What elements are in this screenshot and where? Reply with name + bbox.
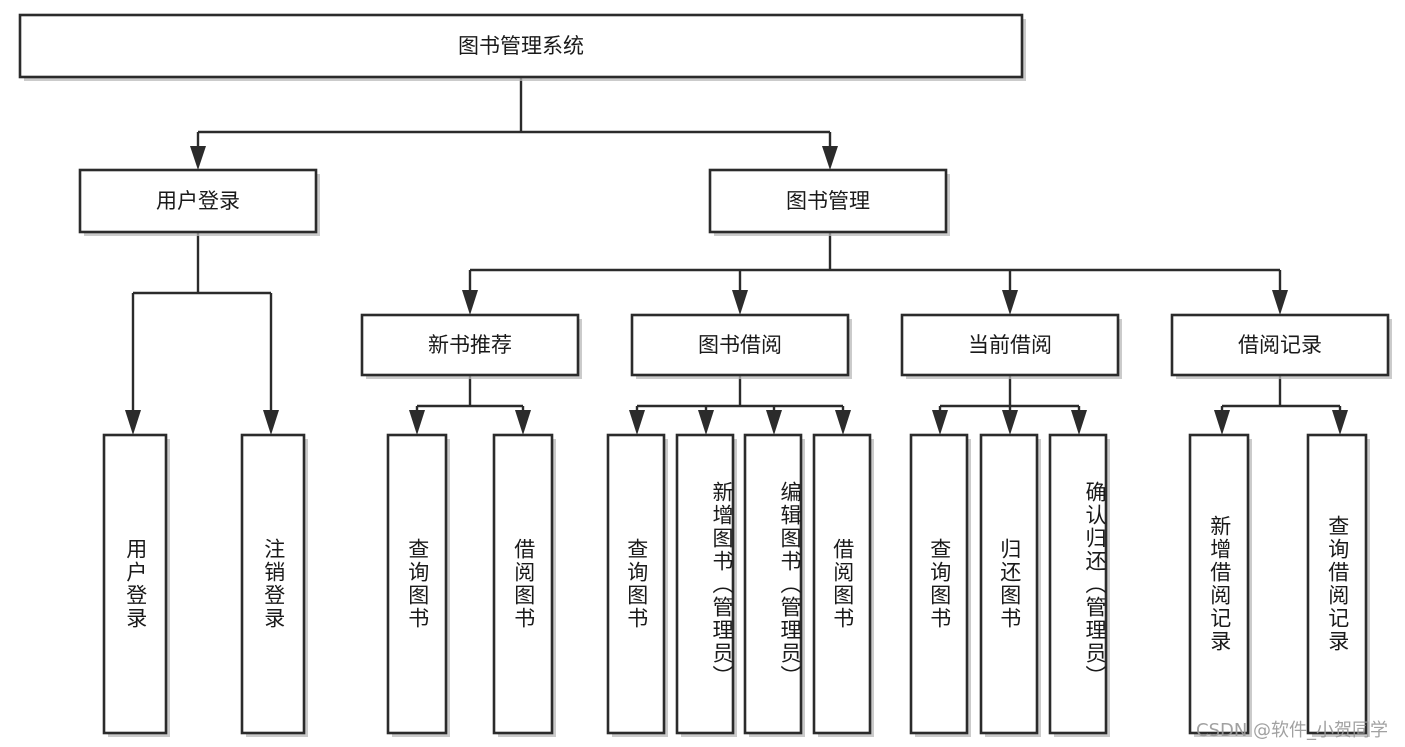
node-book-manage-label: 图书管理 xyxy=(786,189,870,213)
arrow-leaf-user-login-2 xyxy=(263,410,279,435)
node-book-manage[interactable]: 图书管理 xyxy=(708,168,948,234)
node-book-borrow-label: 图书借阅 xyxy=(698,333,782,357)
arrow-leaf-bb-1 xyxy=(629,410,645,435)
node-root-label: 图书管理系统 xyxy=(458,34,584,58)
leaf-box-user-login-1[interactable] xyxy=(102,433,168,735)
arrow-leaf-nbr-2 xyxy=(515,410,531,435)
node-current-borrow-label: 当前借阅 xyxy=(968,333,1052,357)
arrow-borrow-record xyxy=(1272,290,1288,315)
arrow-leaf-br-1 xyxy=(1214,410,1230,435)
leaf-box-borrow-record-1[interactable] xyxy=(1188,433,1250,735)
node-root-box[interactable] xyxy=(18,13,1024,79)
arrow-current-borrow xyxy=(1002,290,1018,315)
arrow-new-book-rec xyxy=(462,290,478,315)
arrow-leaf-bb-2 xyxy=(698,410,714,435)
leaf-box-book-borrow-1[interactable] xyxy=(606,433,666,735)
leaf-box-user-login-2[interactable] xyxy=(240,433,306,735)
node-user-login[interactable]: 用户登录 xyxy=(78,168,318,234)
leaf-box-book-borrow-4[interactable] xyxy=(812,433,872,735)
arrow-leaf-nbr-1 xyxy=(409,410,425,435)
node-current-borrow-box[interactable] xyxy=(900,313,1120,377)
leaf-box-borrow-record-2[interactable] xyxy=(1306,433,1368,735)
arrow-book-borrow xyxy=(732,290,748,315)
node-borrow-record-label: 借阅记录 xyxy=(1238,333,1322,357)
leaf-box-current-borrow-3[interactable] xyxy=(1048,433,1108,735)
node-new-book-rec-label: 新书推荐 xyxy=(428,333,512,357)
node-root[interactable]: 图书管理系统 xyxy=(18,13,1024,79)
leaf-box-current-borrow-2[interactable] xyxy=(979,433,1039,735)
csdn-watermark: CSDN @软件_小贺同学 xyxy=(1196,720,1389,741)
arrow-leaf-cb-3 xyxy=(1071,410,1087,435)
node-borrow-record[interactable]: 借阅记录 xyxy=(1170,313,1390,377)
arrow-leaf-bb-4 xyxy=(835,410,851,435)
leaf-nodes xyxy=(102,433,1368,735)
node-borrow-record-box[interactable] xyxy=(1170,313,1390,377)
leaf-box-new-book-rec-1[interactable] xyxy=(386,433,448,735)
node-current-borrow[interactable]: 当前借阅 xyxy=(900,313,1120,377)
arrow-leaf-cb-2 xyxy=(1002,410,1018,435)
nodes: 图书管理系统 用户登录 图书管理 新书推荐 图书借阅 当前借阅 xyxy=(18,13,1390,377)
node-new-book-rec[interactable]: 新书推荐 xyxy=(360,313,580,377)
node-book-borrow-box[interactable] xyxy=(630,313,850,377)
arrow-book-manage xyxy=(822,146,838,170)
arrow-leaf-br-2 xyxy=(1332,410,1348,435)
connectors xyxy=(125,77,1348,435)
leaf-box-book-borrow-3[interactable] xyxy=(743,433,803,735)
arrow-leaf-cb-1 xyxy=(932,410,948,435)
node-book-manage-box[interactable] xyxy=(708,168,948,234)
node-book-borrow[interactable]: 图书借阅 xyxy=(630,313,850,377)
arrow-leaf-user-login-1 xyxy=(125,410,141,435)
node-new-book-rec-box[interactable] xyxy=(360,313,580,377)
arrow-leaf-bb-3 xyxy=(766,410,782,435)
leaf-box-book-borrow-2[interactable] xyxy=(675,433,735,735)
node-user-login-label: 用户登录 xyxy=(156,189,240,213)
node-user-login-box[interactable] xyxy=(78,168,318,234)
arrow-user-login xyxy=(190,146,206,170)
leaf-box-new-book-rec-2[interactable] xyxy=(492,433,554,735)
leaf-box-current-borrow-1[interactable] xyxy=(909,433,969,735)
